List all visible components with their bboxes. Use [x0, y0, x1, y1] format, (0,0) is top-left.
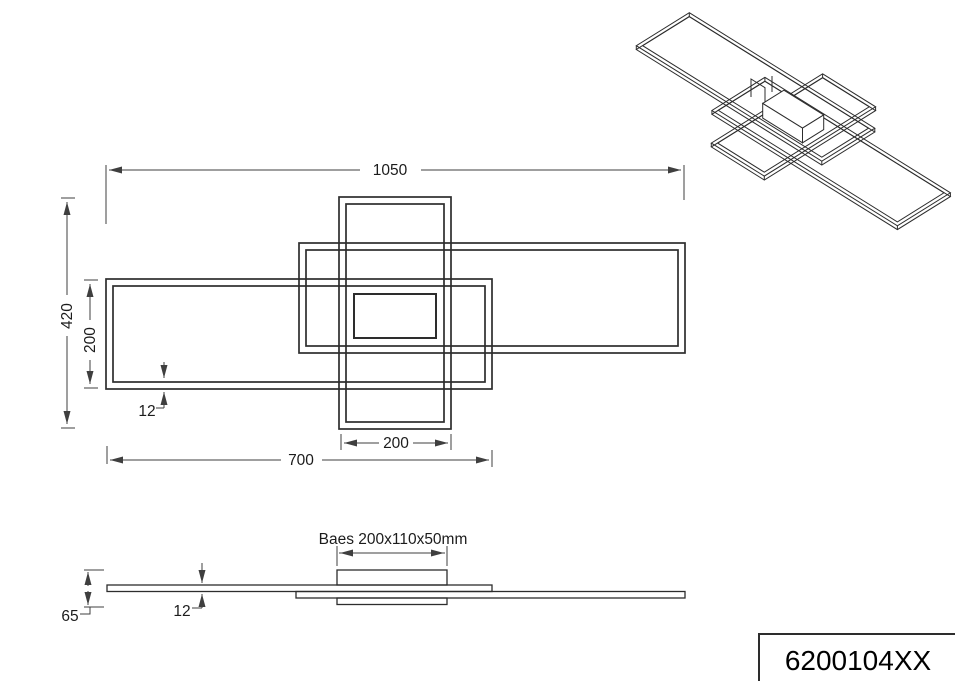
- dim-200-width-label: 200: [383, 435, 409, 452]
- iso-bracket: [750, 76, 773, 105]
- dim-12-plan: 12: [138, 362, 168, 420]
- dim-200-height: 200: [82, 279, 99, 389]
- iso-frame-upper: [635, 12, 876, 166]
- side-view: Baes 200x110x50mm 65 12: [61, 531, 686, 625]
- right-frame-profile: [295, 590, 686, 599]
- center-frame-profile: [336, 597, 448, 606]
- dim-65-label: 65: [61, 608, 78, 625]
- dim-12-side-label: 12: [173, 603, 190, 620]
- iso-frame-lower: [710, 76, 952, 231]
- side-profiles: [106, 569, 686, 606]
- dim-200-width: 200: [340, 434, 452, 452]
- iso-frame-cross: [710, 73, 877, 181]
- base-plan-rect: [353, 293, 437, 339]
- part-number-box: 6200104XX: [758, 633, 955, 681]
- dim-65: 65: [61, 569, 104, 625]
- center-frame-inner: [345, 203, 445, 423]
- dim-420: 420: [59, 197, 76, 429]
- dim-12-side: 12: [173, 563, 206, 620]
- dim-700: 700: [106, 446, 493, 469]
- isometric-view: [635, 12, 952, 231]
- iso-base-box: [761, 89, 825, 144]
- dim-700-label: 700: [288, 452, 314, 469]
- right-frame-outer: [298, 242, 686, 354]
- center-frame-outer: [338, 196, 452, 430]
- dim-base: Baes 200x110x50mm: [319, 531, 468, 566]
- top-view: 1050 420 200 12 200: [59, 162, 686, 469]
- dim-1050: 1050: [105, 162, 685, 224]
- base-upper-profile: [336, 569, 448, 586]
- dim-1050-label: 1050: [373, 162, 408, 179]
- dim-12-plan-label: 12: [138, 403, 155, 420]
- part-number: 6200104XX: [785, 645, 932, 676]
- plan-frames: [105, 196, 686, 430]
- right-frame-inner: [305, 249, 679, 347]
- dim-420-label: 420: [59, 303, 76, 329]
- dim-200-height-label: 200: [82, 327, 99, 353]
- left-frame-profile: [106, 584, 493, 593]
- base-size-label: Baes 200x110x50mm: [319, 531, 468, 548]
